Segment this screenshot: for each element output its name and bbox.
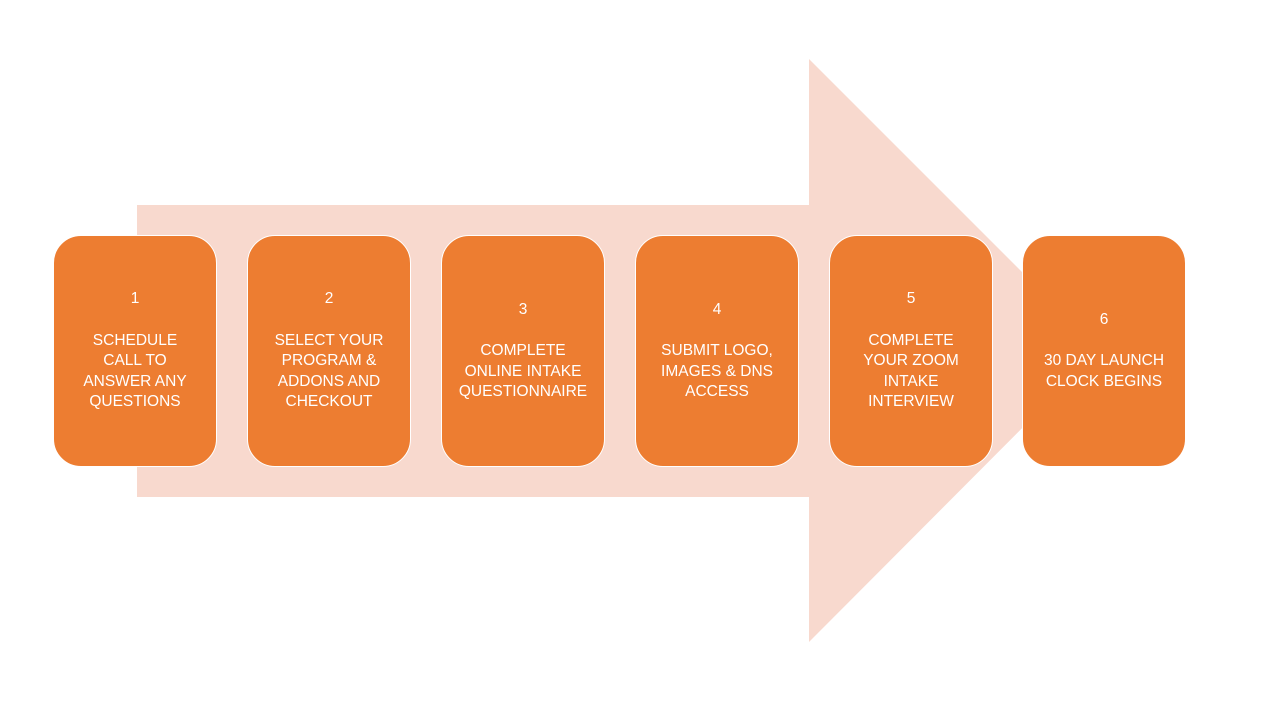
step-6-content: 6 30 DAY LAUNCH CLOCK BEGINS <box>1041 310 1167 393</box>
step-1-number: 1 <box>130 290 140 308</box>
step-3-number: 3 <box>518 300 528 318</box>
step-3-label: COMPLETE ONLINE INTAKE QUESTIONNAIRE <box>458 342 588 400</box>
step-2-number: 2 <box>324 290 334 308</box>
step-1-content: 1 SCHEDULE CALL TO ANSWER ANY QUESTIONS <box>72 289 198 413</box>
step-1-box: 1 SCHEDULE CALL TO ANSWER ANY QUESTIONS <box>53 235 217 467</box>
step-6-number: 6 <box>1099 310 1109 328</box>
step-5-content: 5 COMPLETE YOUR ZOOM INTAKE INTERVIEW <box>844 289 978 413</box>
step-5-box: 5 COMPLETE YOUR ZOOM INTAKE INTERVIEW <box>829 235 993 467</box>
step-4-number: 4 <box>712 300 722 318</box>
background-arrow-shape <box>137 59 1100 642</box>
step-6-label: 30 DAY LAUNCH CLOCK BEGINS <box>1043 352 1165 390</box>
step-6-box: 6 30 DAY LAUNCH CLOCK BEGINS <box>1022 235 1186 467</box>
step-4-label: SUBMIT LOGO, IMAGES & DNS ACCESS <box>661 342 773 400</box>
step-3-content: 3 COMPLETE ONLINE INTAKE QUESTIONNAIRE <box>457 300 589 403</box>
step-4-content: 4 SUBMIT LOGO, IMAGES & DNS ACCESS <box>656 300 778 403</box>
step-1-label: SCHEDULE CALL TO ANSWER ANY QUESTIONS <box>83 331 187 411</box>
step-5-number: 5 <box>906 290 916 308</box>
step-3-box: 3 COMPLETE ONLINE INTAKE QUESTIONNAIRE <box>441 235 605 467</box>
step-2-label: SELECT YOUR PROGRAM & ADDONS AND CHECKOU… <box>274 331 384 411</box>
step-5-label: COMPLETE YOUR ZOOM INTAKE INTERVIEW <box>863 331 959 411</box>
step-4-box: 4 SUBMIT LOGO, IMAGES & DNS ACCESS <box>635 235 799 467</box>
step-2-box: 2 SELECT YOUR PROGRAM & ADDONS AND CHECK… <box>247 235 411 467</box>
step-2-content: 2 SELECT YOUR PROGRAM & ADDONS AND CHECK… <box>271 289 387 413</box>
